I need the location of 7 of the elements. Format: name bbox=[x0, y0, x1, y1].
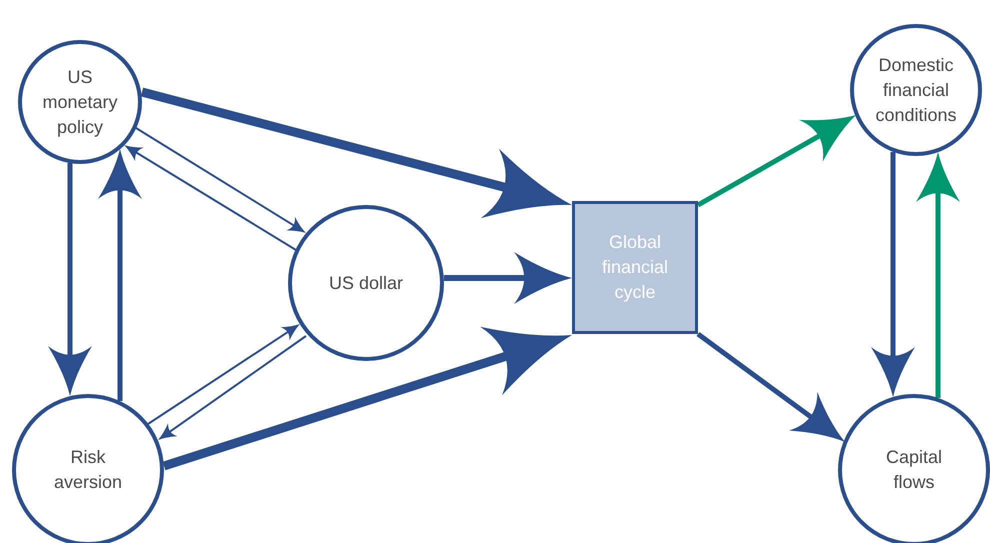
node-label: Capital flows bbox=[884, 446, 944, 494]
process-box bbox=[572, 201, 698, 334]
node-label: Global financial cycle bbox=[600, 231, 670, 304]
node-label: Domestic financial conditions bbox=[874, 54, 958, 126]
node-label: US dollar bbox=[328, 272, 404, 294]
node-label: US monetary policy bbox=[41, 66, 119, 139]
node-label: Risk aversion bbox=[54, 446, 122, 494]
